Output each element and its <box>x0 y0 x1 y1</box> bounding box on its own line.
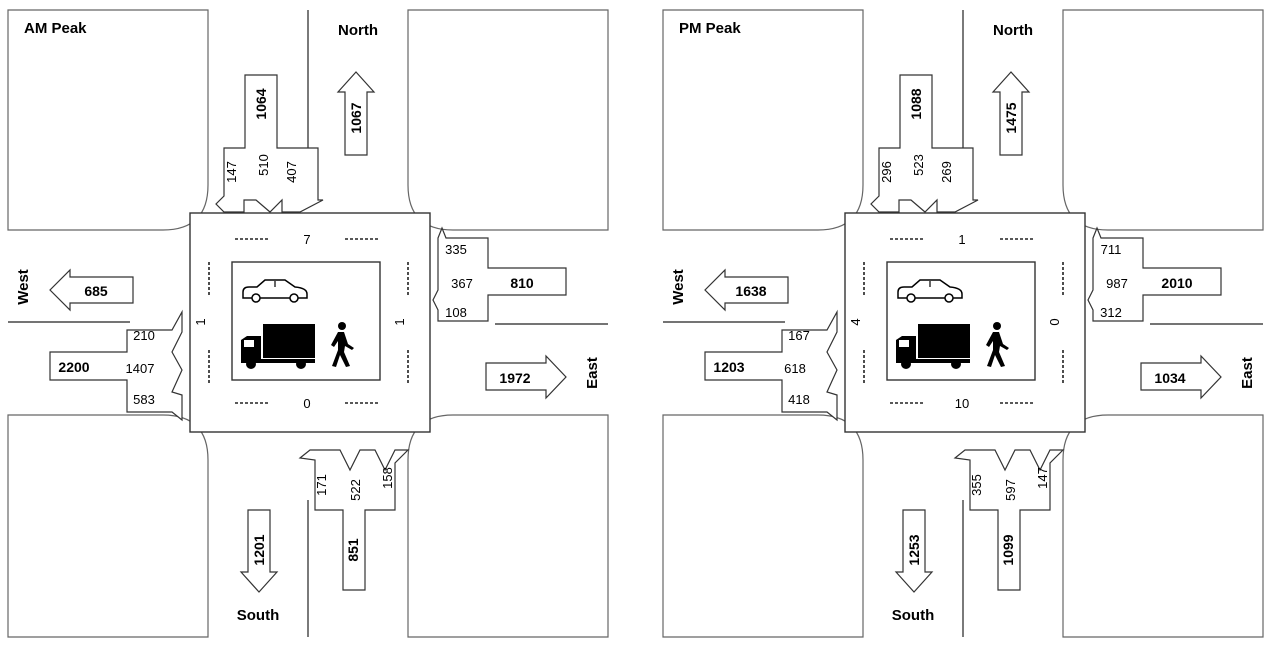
southbound-total: 1064 <box>253 88 269 119</box>
label-west: West <box>670 269 687 305</box>
eastbound-right: 418 <box>788 392 810 407</box>
northbound-right: 158 <box>380 467 395 489</box>
corner-sw <box>7 414 209 638</box>
ped-count-north: 7 <box>303 232 310 247</box>
pedestrian-icon <box>986 322 1009 367</box>
label-east: East <box>584 357 601 389</box>
westbound-total: 810 <box>510 275 534 291</box>
southbound-approach-arrow <box>215 74 324 213</box>
westbound-total: 2010 <box>1161 275 1192 291</box>
eastbound-through: 618 <box>784 361 806 376</box>
ped-count-west: 1 <box>193 318 208 325</box>
north-exit-arrow <box>336 71 376 156</box>
label-north: North <box>338 22 378 39</box>
east-exit-total: 1034 <box>1154 370 1185 386</box>
corner-se <box>407 414 609 638</box>
corner-nw <box>7 9 209 231</box>
northbound-through: 522 <box>348 479 363 501</box>
southbound-through: 523 <box>911 154 926 176</box>
truck-icon <box>241 324 315 369</box>
northbound-approach-arrow <box>953 449 1065 591</box>
corner-sw <box>662 414 864 638</box>
east-exit-arrow <box>485 354 567 400</box>
southbound-right: 407 <box>284 161 299 183</box>
northbound-total: 1099 <box>1000 534 1016 565</box>
west-exit-total: 685 <box>84 283 108 299</box>
label-south: South <box>892 607 935 624</box>
eastbound-total: 1203 <box>713 359 744 375</box>
west-exit-arrow <box>49 268 134 312</box>
southbound-left: 296 <box>879 161 894 183</box>
car-icon <box>242 279 308 303</box>
north-exit-total: 1067 <box>348 102 364 133</box>
westbound-right: 335 <box>445 242 467 257</box>
east-exit-total: 1972 <box>499 370 530 386</box>
southbound-right: 269 <box>939 161 954 183</box>
car-icon <box>897 279 963 303</box>
ped-count-south: 0 <box>303 396 310 411</box>
westbound-through: 367 <box>451 276 473 291</box>
westbound-left: 108 <box>445 305 467 320</box>
westbound-approach-arrow <box>432 226 567 322</box>
north-exit-arrow <box>991 71 1031 156</box>
label-south: South <box>237 607 280 624</box>
label-north: North <box>993 22 1033 39</box>
panel-title: AM Peak <box>24 20 87 37</box>
northbound-through: 597 <box>1003 479 1018 501</box>
panel-pm: 1 10 4 0 PM Peak North South West East 1… <box>662 9 1264 638</box>
south-exit-arrow <box>239 509 279 593</box>
eastbound-through: 1407 <box>126 361 155 376</box>
north-exit-total: 1475 <box>1003 102 1019 133</box>
southbound-approach-arrow <box>870 74 979 213</box>
eastbound-right: 583 <box>133 392 155 407</box>
south-exit-arrow <box>894 509 934 593</box>
eastbound-approach-arrow <box>704 309 838 422</box>
westbound-right: 711 <box>1101 242 1122 257</box>
westbound-approach-arrow <box>1087 226 1222 322</box>
eastbound-approach-arrow <box>49 309 183 422</box>
panel-am: 7 0 1 1 AM Peak North South West East <box>7 9 609 638</box>
southbound-total: 1088 <box>908 88 924 119</box>
label-east: East <box>1239 357 1256 389</box>
ped-count-east: 0 <box>1047 318 1062 325</box>
corner-nw <box>662 9 864 231</box>
northbound-right: 147 <box>1035 467 1050 489</box>
southbound-through: 510 <box>256 154 271 176</box>
northbound-approach-arrow <box>298 449 410 591</box>
westbound-left: 312 <box>1100 305 1122 320</box>
ped-count-west: 4 <box>848 318 863 325</box>
west-exit-total: 1638 <box>735 283 766 299</box>
east-exit-arrow <box>1140 354 1222 400</box>
truck-icon <box>896 324 970 369</box>
southbound-left: 147 <box>224 161 239 183</box>
south-exit-total: 1253 <box>906 534 922 565</box>
pedestrian-icon <box>331 322 354 367</box>
eastbound-total: 2200 <box>58 359 89 375</box>
eastbound-left: 210 <box>133 328 155 343</box>
label-west: West <box>15 269 32 305</box>
ped-count-south: 10 <box>955 396 969 411</box>
corner-ne <box>1062 9 1264 231</box>
panel-title: PM Peak <box>679 20 741 37</box>
west-exit-arrow <box>704 268 789 312</box>
northbound-total: 851 <box>345 538 361 562</box>
ped-count-east: 1 <box>392 318 407 325</box>
corner-se <box>1062 414 1264 638</box>
westbound-through: 987 <box>1106 276 1128 291</box>
northbound-left: 355 <box>969 474 984 496</box>
corner-ne <box>407 9 609 231</box>
northbound-left: 171 <box>314 474 329 496</box>
south-exit-total: 1201 <box>251 534 267 565</box>
ped-count-north: 1 <box>958 232 965 247</box>
eastbound-left: 167 <box>788 328 810 343</box>
